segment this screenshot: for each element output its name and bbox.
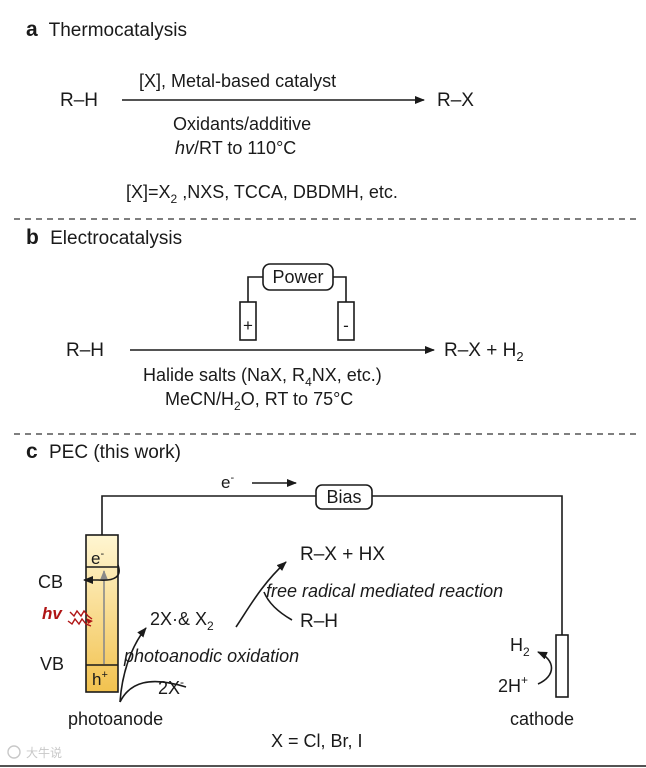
watermark-logo-icon <box>7 745 21 759</box>
panel-a-reactant: R–H <box>60 90 98 111</box>
cathode-bar <box>555 634 569 698</box>
electron-flow-label: e- <box>221 472 234 492</box>
electrode-positive-sign: + <box>243 316 253 335</box>
panel-c-title: PEC (this work) <box>49 442 181 463</box>
panel-a-reagent-list: [X]=X2 ,NXS, TCCA, DBDMH, etc. <box>126 182 398 206</box>
panel-c: c PEC (this work) Bias e- e- h+ CB VB ph… <box>26 440 574 751</box>
panel-a-conditions-line1: Oxidants/additive <box>173 114 311 134</box>
h2-label: H2 <box>510 635 530 659</box>
photoanodic-oxidation-arrow <box>119 627 147 703</box>
electrode-positive <box>239 301 257 341</box>
svg-text:a Thermocatalysis: a Thermocatalysis <box>26 18 187 41</box>
svg-text:c PEC (this work): c PEC (this work) <box>26 440 181 463</box>
watermark: 大牛说 <box>7 745 62 760</box>
panel-b-letter: b <box>26 226 39 249</box>
panel-a-hv: hv <box>175 138 195 158</box>
panel-c-letter: c <box>26 440 38 463</box>
panel-a-title: Thermocatalysis <box>49 20 187 41</box>
halide-ion-label: 2X- <box>158 675 184 698</box>
free-radical-label: free radical mediated reaction <box>266 581 503 601</box>
light-wave-icon <box>67 609 93 627</box>
rh-feed-curve <box>263 591 293 621</box>
hv-label: hv <box>42 604 63 623</box>
panel-a-conditions-above: [X], Metal-based catalyst <box>139 71 336 91</box>
circuit-wire-right <box>372 495 563 635</box>
power-label: Power <box>272 267 323 287</box>
electron-label: e- <box>91 548 104 568</box>
protons-label: 2H+ <box>498 673 528 696</box>
electron-transfer-arrow <box>83 564 120 584</box>
panel-c-reactant: R–H <box>300 611 338 632</box>
photoanodic-oxidation-label: photoanodic oxidation <box>123 646 299 666</box>
panel-c-product: R–X + HX <box>300 544 385 565</box>
vb-label: VB <box>40 654 64 674</box>
cb-label: CB <box>38 572 63 592</box>
electrode-negative <box>337 301 355 341</box>
panel-a: a Thermocatalysis R–H R–X [X], Metal-bas… <box>26 18 474 206</box>
photoanode-label: photoanode <box>68 709 163 729</box>
panel-a-letter: a <box>26 18 38 41</box>
bias-label: Bias <box>326 487 361 507</box>
hydrogen-evolution-arrow <box>537 651 553 685</box>
watermark-text: 大牛说 <box>26 745 62 760</box>
panel-b-conditions-line1: Halide salts (NaX, R4NX, etc.) <box>143 365 382 389</box>
panel-b-title: Electrocatalysis <box>50 228 182 249</box>
svg-text:b Electrocatalysis: b Electrocatalysis <box>26 226 182 249</box>
circuit-wire-left <box>101 495 316 535</box>
panel-a-conditions-line2: hv/RT to 110°C <box>175 138 296 158</box>
bias-box <box>315 484 373 510</box>
power-wire-right <box>333 276 347 302</box>
panel-b: b Electrocatalysis Power + - R–H R–X + H… <box>26 226 524 413</box>
radical-reaction-arrow <box>235 561 287 628</box>
panel-b-reactant: R–H <box>66 340 104 361</box>
panel-a-product: R–X <box>437 90 474 111</box>
panel-b-product: R–X + H2 <box>444 340 524 364</box>
halogen-definition: X = Cl, Br, I <box>271 731 363 751</box>
panel-b-conditions-line2: MeCN/H2O, RT to 75°C <box>165 389 353 413</box>
cathode-label: cathode <box>510 709 574 729</box>
radicals-label: 2X·& X2 <box>150 609 214 633</box>
hole-label: h+ <box>92 669 108 689</box>
halide-to-hole-curve <box>119 680 187 703</box>
power-wire-left <box>247 276 263 302</box>
electrode-negative-sign: - <box>343 316 349 335</box>
